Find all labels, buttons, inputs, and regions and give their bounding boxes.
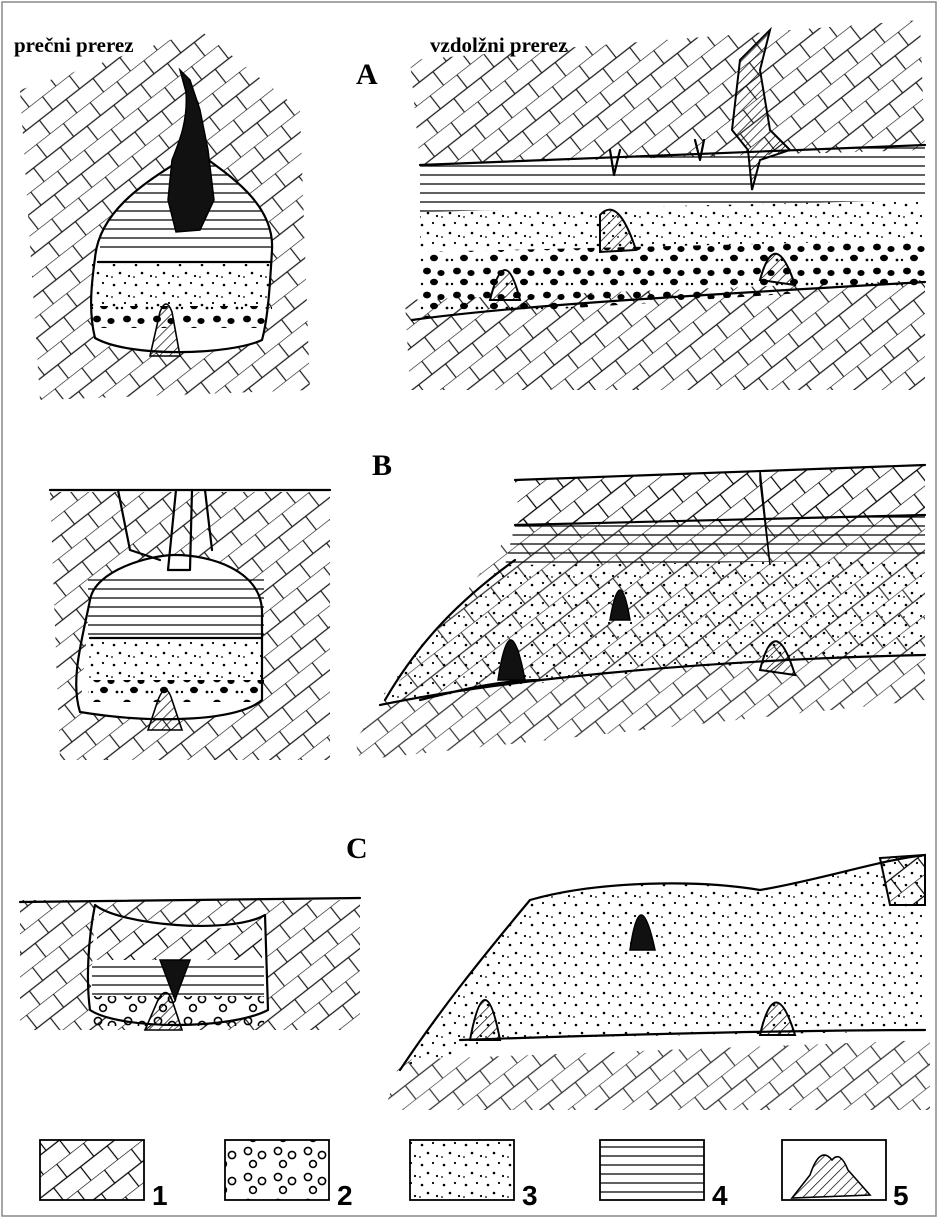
legend-key-1: 1: [152, 1180, 168, 1211]
legend-item-2: 2: [225, 1140, 353, 1211]
longitudinal-section-a: [405, 20, 925, 390]
row-label-a: A: [356, 58, 378, 91]
cross-section-b: [50, 490, 330, 760]
cross-section-header: prečni prerez: [14, 33, 134, 57]
row-label-c: C: [346, 832, 368, 865]
legend-item-1: 1: [40, 1140, 168, 1211]
longitudinal-section-c: [385, 855, 930, 1110]
legend-item-5: 5: [782, 1140, 909, 1211]
limestone-pattern-icon: [40, 1140, 144, 1200]
longitudinal-section-b: [355, 465, 925, 760]
cross-section-c: [20, 898, 360, 1030]
laminated-pattern-icon: [600, 1140, 704, 1200]
cross-section-a: [20, 30, 310, 400]
legend-key-4: 4: [712, 1180, 728, 1211]
row-label-b: B: [372, 449, 392, 482]
legend-key-5: 5: [893, 1180, 909, 1211]
legend-item-3: 3: [410, 1140, 538, 1211]
legend-key-3: 3: [522, 1180, 538, 1211]
sand-pattern-icon: [410, 1140, 514, 1200]
legend: 1 2 3 4 5: [40, 1140, 909, 1211]
legend-key-2: 2: [337, 1180, 353, 1211]
gravel-pattern-icon: [225, 1140, 329, 1200]
legend-item-4: 4: [600, 1140, 728, 1211]
